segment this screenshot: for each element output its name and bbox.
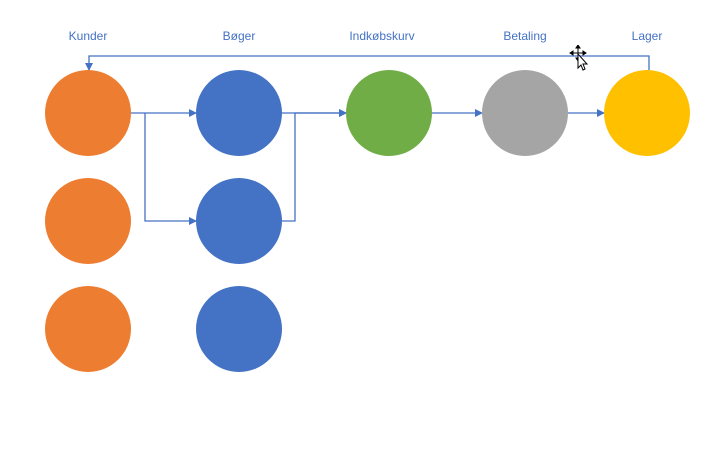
connector-lager-to-kunde-1 [85,55,650,71]
connector-bog-2-to-indkobskurv [282,109,347,222]
column-label-kunder: Kunder [68,29,108,43]
node-betaling [482,70,568,156]
column-label-indkobskurv: Indkøbskurv [349,29,415,43]
nodes [45,70,690,372]
connectors [85,55,650,225]
node-indkobskurv [346,70,432,156]
column-label-lager: Lager [631,29,663,43]
node-bog-3 [196,286,282,372]
node-bog-1 [196,70,282,156]
move-cursor-icon [569,45,589,71]
node-bog-2 [196,178,282,264]
node-kunde-3 [45,286,131,372]
node-kunde-2 [45,178,131,264]
connector-kunde-1-to-bog-2 [144,113,197,225]
node-lager [604,70,690,156]
column-label-boger: Bøger [222,29,256,43]
column-label-betaling: Betaling [503,29,547,43]
node-kunde-1 [45,70,131,156]
